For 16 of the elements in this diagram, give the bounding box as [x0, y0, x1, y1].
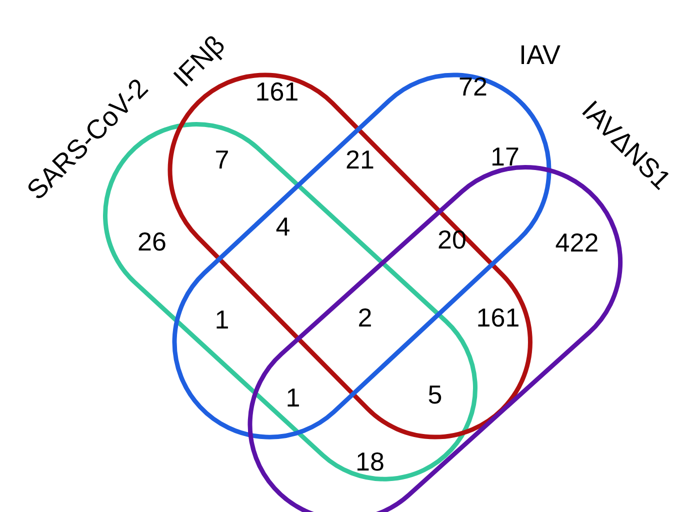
count-label: 2 — [358, 302, 372, 334]
count-label: 5 — [428, 380, 442, 410]
count-label: 422 — [555, 228, 599, 258]
count-label: 20 — [438, 224, 466, 256]
count-label: 26 — [138, 226, 166, 258]
count-label: 4 — [276, 212, 290, 242]
count-label: 161 — [476, 302, 520, 334]
count-label: 17 — [490, 142, 520, 172]
count-label: 1 — [214, 304, 230, 336]
count-label: 7 — [214, 144, 230, 176]
count-label: 72 — [458, 72, 488, 102]
set-label: IAV — [518, 40, 560, 70]
count-label: 21 — [346, 144, 374, 176]
count-label: 1 — [286, 382, 300, 414]
count-label: 18 — [356, 446, 384, 478]
count-label: 161 — [255, 76, 299, 108]
